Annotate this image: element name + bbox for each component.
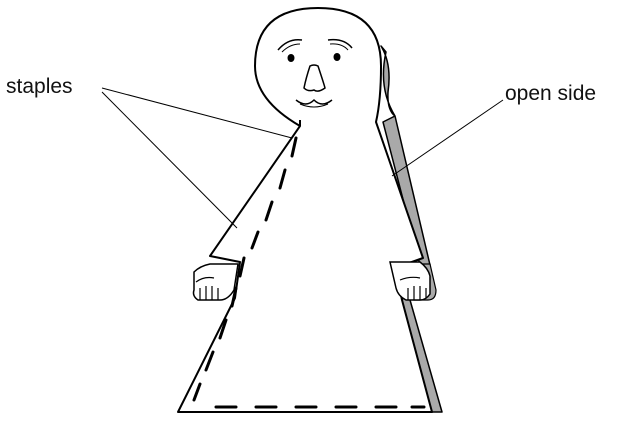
left-eye [288, 54, 295, 62]
puppet-body [178, 8, 432, 412]
body-outline [178, 8, 432, 412]
open-side-leader [392, 100, 503, 176]
right-eye [334, 53, 341, 61]
staples-label: staples [6, 75, 73, 98]
staples-leader-lower [102, 92, 237, 228]
left-hand [194, 264, 239, 300]
open-side-label: open side [505, 82, 596, 105]
